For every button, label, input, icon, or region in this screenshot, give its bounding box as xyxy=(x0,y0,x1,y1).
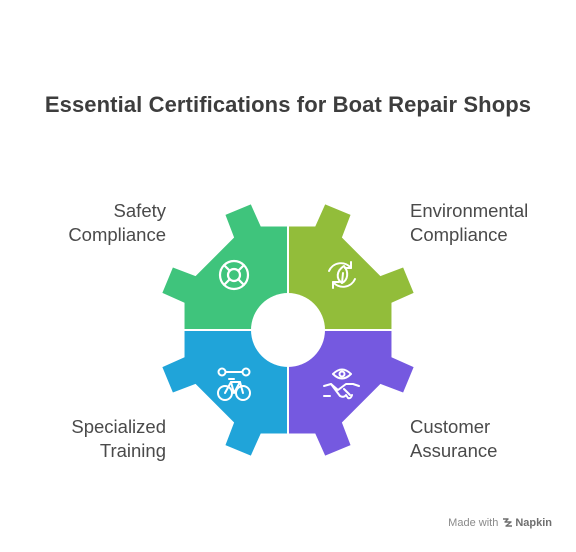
wrench-bicycle-icon xyxy=(217,367,251,401)
label-line: Customer xyxy=(410,416,491,437)
footer-attribution[interactable]: Made with Napkin xyxy=(448,517,552,529)
made-with-text: Made with xyxy=(448,517,499,529)
label-safety-compliance: Safety Compliance xyxy=(40,199,166,247)
diagram-title: Essential Certifications for Boat Repair… xyxy=(44,92,532,117)
label-customer-assurance: Customer Assurance xyxy=(410,415,570,463)
lifebuoy-icon xyxy=(218,259,250,291)
gear-segment-customer xyxy=(288,330,414,456)
napkin-brand: Napkin xyxy=(515,517,552,529)
label-line: Safety xyxy=(113,200,166,221)
eye-handshake-icon xyxy=(323,368,360,400)
label-line: Training xyxy=(99,440,166,461)
label-specialized-training: Specialized Training xyxy=(40,415,166,463)
eco-cycle-leaf-icon xyxy=(328,261,356,289)
napkin-logo-icon xyxy=(503,518,513,527)
label-line: Environmental xyxy=(410,200,529,221)
label-line: Specialized xyxy=(71,416,166,437)
gear-hole xyxy=(251,293,325,367)
label-line: Compliance xyxy=(68,224,166,245)
label-line: Compliance xyxy=(410,224,508,245)
label-environmental-compliance: Environmental Compliance xyxy=(410,199,570,247)
label-line: Assurance xyxy=(410,440,498,461)
